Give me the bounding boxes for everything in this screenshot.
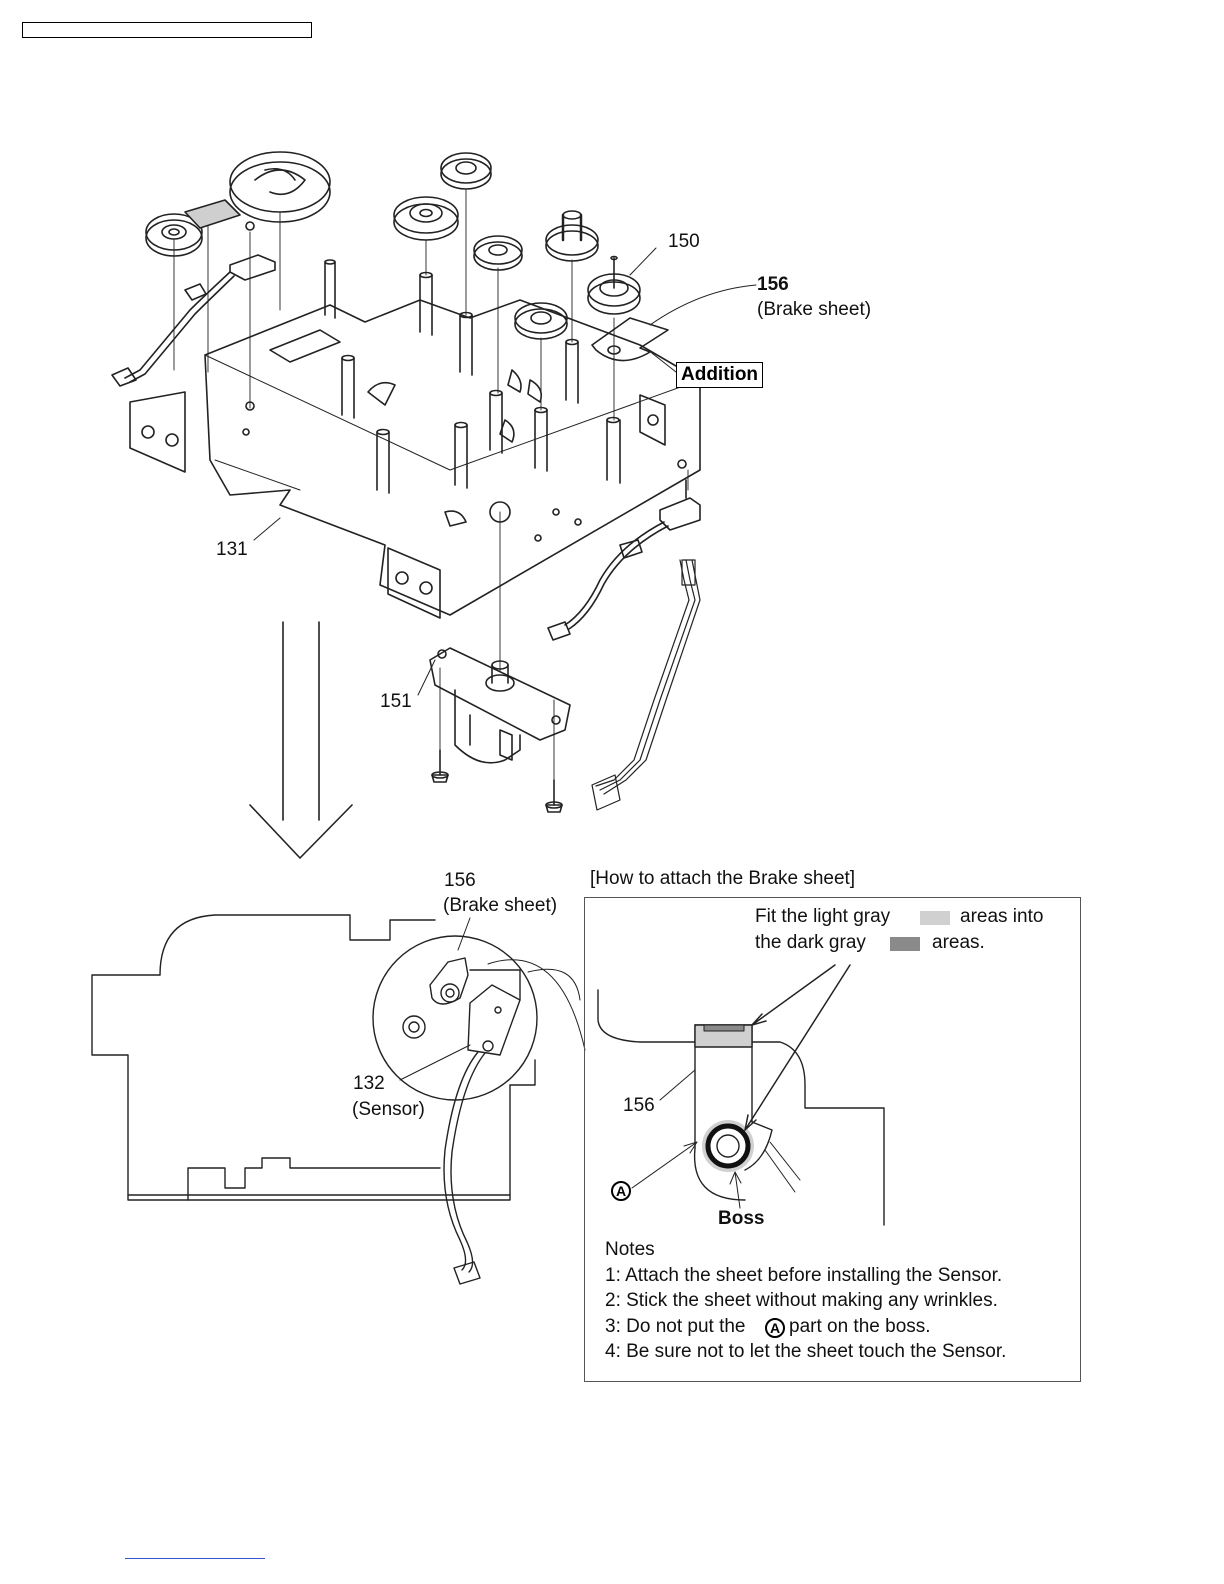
note-3-part-a: 3: Do not put the <box>605 1316 746 1337</box>
callout-151: 151 <box>380 691 412 712</box>
note-4: 4: Be sure not to let the sheet touch th… <box>605 1341 1007 1362</box>
fit-line2-b: areas. <box>932 932 985 953</box>
chassis-plate-131 <box>129 299 701 619</box>
lower-callout-156: 156 <box>444 870 476 891</box>
boss-label: Boss <box>718 1208 765 1229</box>
motor-cable <box>591 559 701 811</box>
header-box <box>22 22 312 38</box>
detail-callout-156: 156 <box>623 1095 655 1116</box>
lower-callout-brake-sheet: (Brake sheet) <box>443 895 558 916</box>
howto-box <box>584 897 1081 1382</box>
note-3-part-b: part on the boss. <box>789 1316 931 1337</box>
brake-sheet-upper <box>591 317 669 362</box>
screws <box>245 221 687 813</box>
note-2: 2: Stick the sheet without making any wr… <box>605 1290 998 1311</box>
callout-150: 150 <box>668 231 700 252</box>
howto-title: [How to attach the Brake sheet] <box>590 868 856 889</box>
callout-brake-sheet: (Brake sheet) <box>757 299 872 320</box>
marker-a-note: A <box>765 1318 785 1338</box>
gears <box>145 151 641 340</box>
sensor-upper-left <box>111 254 276 387</box>
callout-156: 156 <box>757 274 789 295</box>
callout-131: 131 <box>216 539 248 560</box>
down-arrow <box>249 621 353 859</box>
fit-line1-a: Fit the light gray <box>755 906 891 927</box>
fit-line1-b: areas into <box>960 906 1044 927</box>
dark-gray-swatch <box>890 937 920 951</box>
callout-sensor: (Sensor) <box>352 1099 425 1120</box>
assembly-lines <box>173 189 689 801</box>
addition-label: Addition <box>676 362 764 388</box>
leader-lines <box>253 247 757 696</box>
footer-link-underline[interactable] <box>125 1558 265 1559</box>
howto-detail <box>597 964 885 1226</box>
shafts <box>324 259 621 494</box>
motor-151 <box>429 647 571 764</box>
note-1: 1: Attach the sheet before installing th… <box>605 1265 1003 1286</box>
sensor-upper-right <box>547 479 701 641</box>
light-gray-swatch <box>920 911 950 925</box>
notes-heading: Notes <box>605 1239 655 1260</box>
marker-a-detail: A <box>611 1181 631 1201</box>
lower-chassis-outline <box>91 914 586 1285</box>
callout-132: 132 <box>353 1073 385 1094</box>
fit-line2-a: the dark gray <box>755 932 866 953</box>
